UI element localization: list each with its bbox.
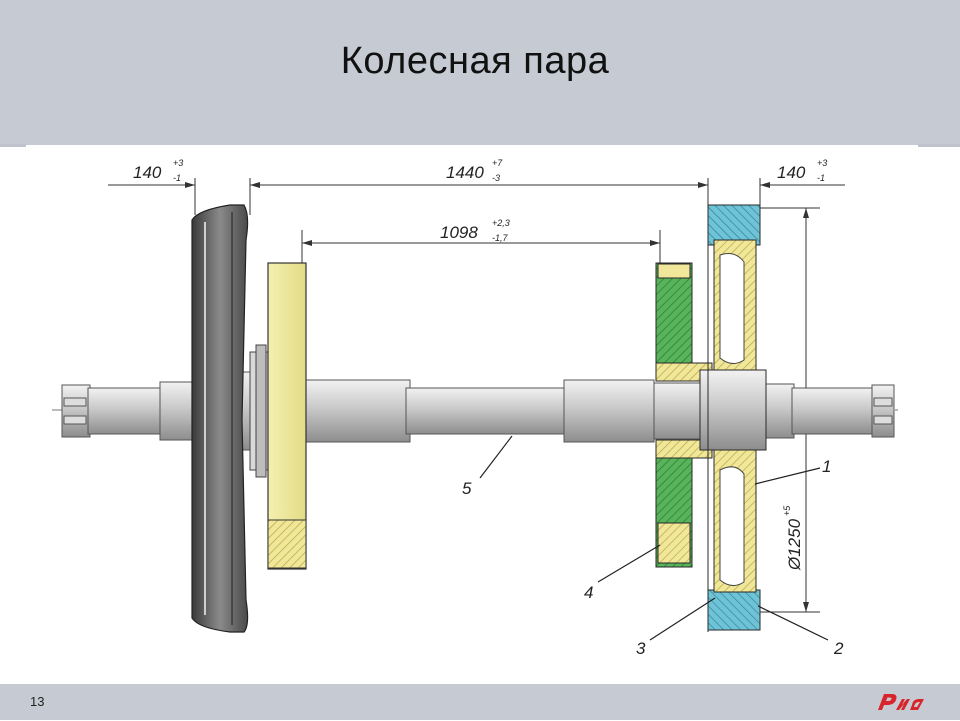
dim-tol-upper: +3 [817, 158, 827, 168]
callout-4: 4 [584, 583, 593, 602]
dim-tol-upper: +7 [492, 158, 503, 168]
dim-tol-lower: -1 [817, 173, 825, 183]
callout-5: 5 [462, 479, 472, 498]
callout-leaders [479, 435, 829, 641]
dim-label-1098: 1098 [440, 223, 478, 242]
dim-tol-lower: -3 [492, 173, 500, 183]
axle [61, 371, 895, 451]
divider-left [0, 144, 26, 147]
footer-bar [0, 684, 960, 720]
dim-label-right-140: 140 [777, 163, 806, 182]
right-wheel-section [699, 204, 767, 632]
wheelset-drawing: 140 +3 -1 1440 +7 -3 140 +3 -1 1098 +2,3… [0, 147, 960, 684]
left-wheel [191, 204, 249, 633]
slide-title: Колесная пара [340, 40, 610, 82]
callout-1: 1 [822, 457, 831, 476]
svg-text:Ø1250: Ø1250 [785, 518, 804, 571]
dim-label-diameter: Ø1250 +5 [782, 505, 804, 571]
dim-label-1440: 1440 [446, 163, 484, 182]
dim-tol-upper: +2,3 [492, 218, 510, 228]
callout-2: 2 [833, 639, 844, 658]
dim-tol-upper: +3 [173, 158, 183, 168]
callout-3: 3 [636, 639, 646, 658]
dimension-arrows [185, 182, 809, 612]
dim-tol-lower: -1,7 [492, 233, 509, 243]
divider-right [918, 144, 960, 147]
svg-text:+5: +5 [782, 505, 792, 516]
rzd-logo-icon [872, 688, 928, 716]
title-bar [0, 0, 960, 145]
dim-label-left-140: 140 [133, 163, 162, 182]
left-gear-disc [249, 262, 307, 570]
right-gear-section [655, 262, 713, 568]
page-number: 13 [30, 694, 45, 709]
dim-tol-lower: -1 [173, 173, 181, 183]
